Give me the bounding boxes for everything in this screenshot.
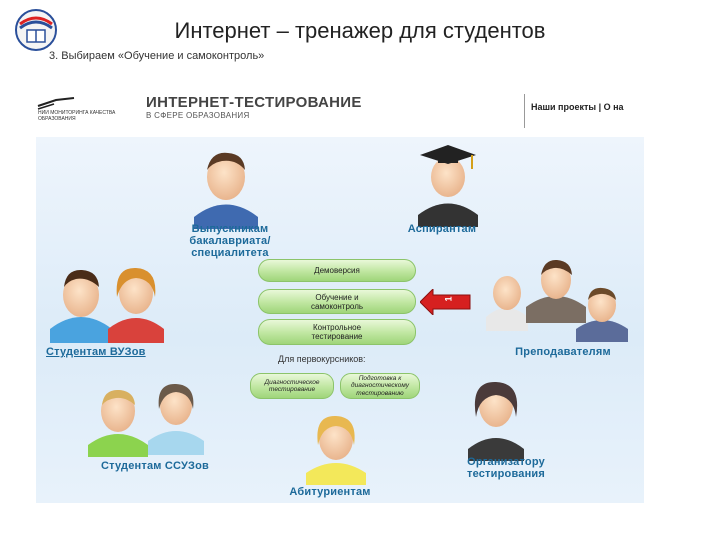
training-button[interactable]: Обучение и самоконтроль bbox=[258, 289, 416, 314]
site-header: НИИ МОНИТОРИНГА КАЧЕСТВА ОБРАЗОВАНИЯ ИНТ… bbox=[34, 90, 646, 130]
emblem-logo bbox=[14, 8, 58, 52]
demo-button[interactable]: Демоверсия bbox=[258, 259, 416, 282]
group-college-students-link[interactable]: Студентам ССУЗов bbox=[100, 460, 210, 472]
organizer-icon bbox=[468, 381, 524, 461]
slide-title: Интернет – тренажер для студентов bbox=[174, 18, 546, 43]
diagnostic-prep-button[interactable]: Подготовка к диагностическому тестирован… bbox=[340, 373, 420, 399]
teachers-icon bbox=[486, 259, 628, 342]
red-arrow-icon bbox=[420, 289, 471, 315]
group-graduates-link[interactable]: Выпускникам бакалавриата/ специалитета bbox=[189, 223, 271, 259]
slide-subtitle: 3. Выбираем «Обучение и самоконтроль» bbox=[49, 50, 265, 62]
diagnostic-test-button[interactable]: Диагностическое тестирование bbox=[250, 373, 334, 399]
college-students-icon bbox=[88, 383, 204, 457]
institute-logo-text: НИИ МОНИТОРИНГА КАЧЕСТВА ОБРАЗОВАНИЯ bbox=[38, 110, 116, 122]
postgrad-person-icon bbox=[418, 145, 478, 227]
header-divider bbox=[524, 94, 525, 128]
group-organizers-link[interactable]: Организатору тестирования bbox=[466, 456, 546, 480]
group-postgrads-link[interactable]: Аспирантам bbox=[407, 223, 477, 235]
group-applicants-link[interactable]: Абитуриентам bbox=[289, 486, 371, 498]
first-year-label: Для первокурсников: bbox=[278, 354, 366, 364]
applicant-icon bbox=[306, 415, 366, 485]
arrow-number: 1 bbox=[443, 296, 454, 302]
institute-logo[interactable] bbox=[34, 96, 126, 126]
university-students-icon bbox=[50, 267, 164, 343]
group-teachers-link[interactable]: Преподавателям bbox=[515, 346, 611, 358]
nav-projects-link[interactable]: Наши проекты | О на bbox=[531, 102, 624, 112]
site-subtitle: В СФЕРЕ ОБРАЗОВАНИЯ bbox=[146, 111, 250, 120]
site-title: ИНТЕРНЕТ-ТЕСТИРОВАНИЕ bbox=[146, 94, 362, 111]
group-university-students-link[interactable]: Студентам ВУЗов bbox=[46, 346, 146, 358]
control-testing-button[interactable]: Контрольное тестирование bbox=[258, 319, 416, 345]
people-illustrations bbox=[50, 145, 628, 485]
graduate-person-icon bbox=[194, 152, 258, 229]
